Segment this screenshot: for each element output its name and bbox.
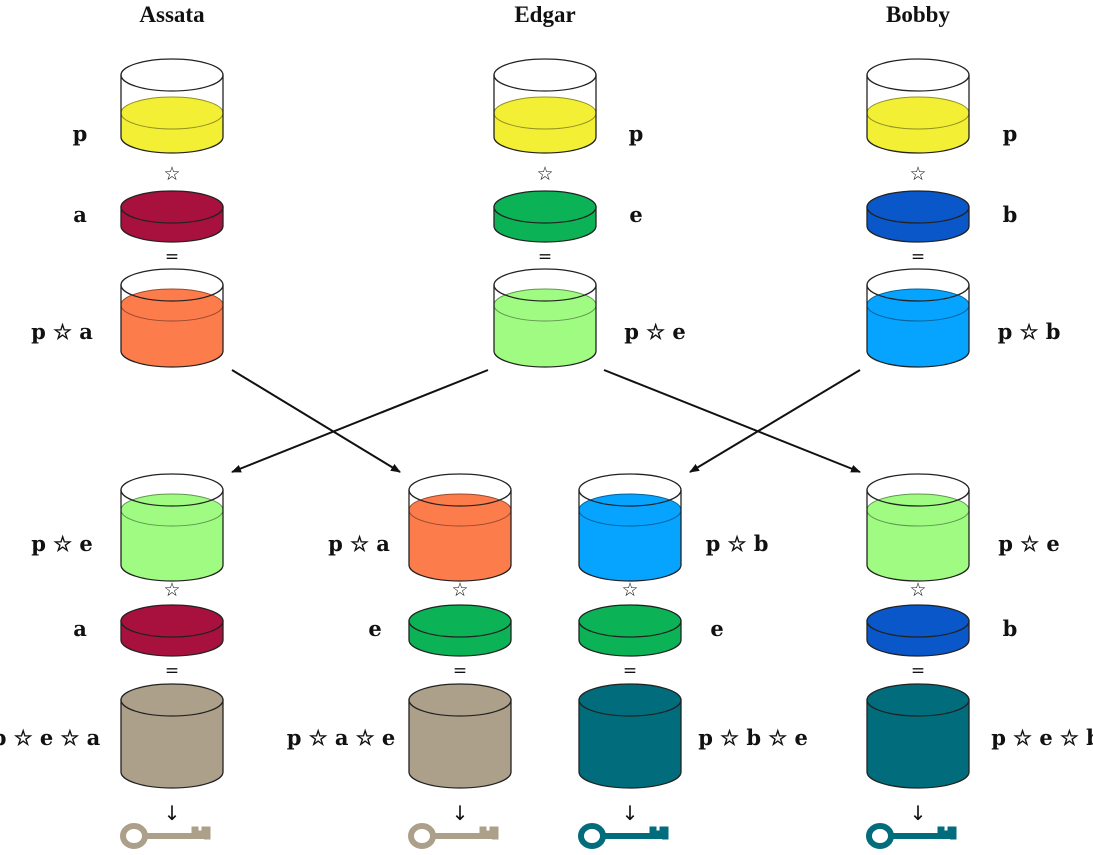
secret-paint-disk-bottom-0 xyxy=(120,604,224,657)
mixed-paint-jar-bobby xyxy=(866,268,970,368)
shared-secret-cylinder-3 xyxy=(866,683,970,789)
mix-label-bobby: p ☆ b xyxy=(998,319,1061,344)
secret-paint-disk-bottom-1 xyxy=(408,604,512,657)
exchange-arrow-bobby-to-edgar xyxy=(689,369,861,473)
equals-sign: = xyxy=(911,661,925,681)
secret-paint-disk-edgar xyxy=(493,190,597,243)
equals-sign: = xyxy=(623,661,637,681)
key-icon xyxy=(578,823,669,849)
mixed-paint-jar-assata xyxy=(120,268,224,368)
result-label-0: p ☆ e ☆ a xyxy=(0,725,101,750)
key-icon xyxy=(866,823,957,849)
person-name-bobby: Bobby xyxy=(886,2,950,27)
star-operator: ☆ xyxy=(536,163,553,185)
equals-sign: = xyxy=(911,247,925,267)
star-operator: ☆ xyxy=(909,163,926,185)
received-label-2: p ☆ b xyxy=(706,531,769,556)
received-paint-jar-0 xyxy=(120,473,224,582)
equals-sign: = xyxy=(165,247,179,267)
secret-label-assata: a xyxy=(73,202,87,227)
shared-secret-cylinder-1 xyxy=(408,683,512,789)
secret-paint-disk-bobby xyxy=(866,190,970,243)
person-name-assata: Assata xyxy=(139,2,205,27)
down-arrow: ↓ xyxy=(452,801,469,825)
shared-secret-cylinder-0 xyxy=(120,683,224,789)
received-label-3: p ☆ e xyxy=(998,531,1060,556)
public-label-edgar: p xyxy=(629,121,644,146)
star-operator: ☆ xyxy=(909,579,926,601)
mixed-paint-jar-edgar xyxy=(493,268,597,368)
received-label-1: p ☆ a xyxy=(328,531,390,556)
secret-label-bottom-3: b xyxy=(1003,616,1018,641)
secret-label-bobby: b xyxy=(1003,202,1018,227)
secret-label-bottom-2: e xyxy=(710,616,723,641)
result-label-3: p ☆ e ☆ b xyxy=(991,725,1093,750)
secret-label-edgar: e xyxy=(629,202,642,227)
exchange-arrow-edgar-to-bobby xyxy=(603,369,861,473)
public-label-bobby: p xyxy=(1003,121,1018,146)
star-operator: ☆ xyxy=(621,579,638,601)
public-paint-jar-edgar xyxy=(493,58,597,154)
star-operator: ☆ xyxy=(451,579,468,601)
result-label-1: p ☆ a ☆ e xyxy=(287,725,396,750)
secret-paint-disk-bottom-2 xyxy=(578,604,682,657)
public-paint-jar-assata xyxy=(120,58,224,154)
result-label-2: p ☆ b ☆ e xyxy=(698,725,808,750)
equals-sign: = xyxy=(453,661,467,681)
mix-label-assata: p ☆ a xyxy=(31,319,93,344)
received-paint-jar-3 xyxy=(866,473,970,582)
public-label-assata: p xyxy=(73,121,88,146)
exchange-arrow-edgar-to-assata xyxy=(231,369,489,473)
key-icon xyxy=(408,823,499,849)
secret-label-bottom-1: e xyxy=(368,616,381,641)
down-arrow: ↓ xyxy=(910,801,927,825)
exchange-arrow-assata-to-edgar xyxy=(231,369,401,473)
equals-sign: = xyxy=(538,247,552,267)
secret-paint-disk-assata xyxy=(120,190,224,243)
star-operator: ☆ xyxy=(163,163,180,185)
received-label-0: p ☆ e xyxy=(31,531,93,556)
down-arrow: ↓ xyxy=(622,801,639,825)
shared-secret-cylinder-2 xyxy=(578,683,682,789)
secret-label-bottom-0: a xyxy=(73,616,87,641)
person-name-edgar: Edgar xyxy=(514,2,575,27)
star-operator: ☆ xyxy=(163,579,180,601)
mix-label-edgar: p ☆ e xyxy=(624,319,686,344)
secret-paint-disk-bottom-3 xyxy=(866,604,970,657)
equals-sign: = xyxy=(165,661,179,681)
received-paint-jar-2 xyxy=(578,473,682,582)
public-paint-jar-bobby xyxy=(866,58,970,154)
key-icon xyxy=(120,823,211,849)
down-arrow: ↓ xyxy=(164,801,181,825)
received-paint-jar-1 xyxy=(408,473,512,582)
